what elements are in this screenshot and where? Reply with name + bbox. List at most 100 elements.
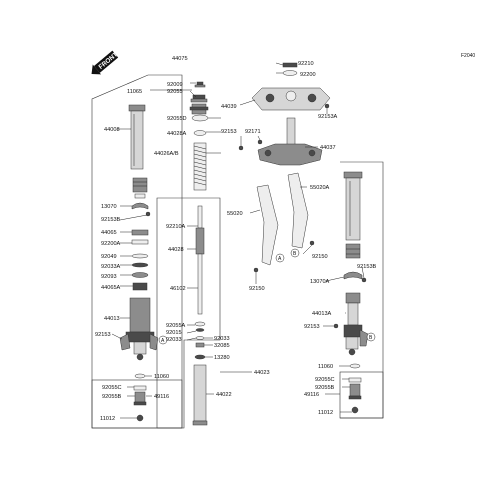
right-fork-parts: [333, 171, 369, 414]
adjuster-92055: [189, 103, 209, 115]
piston-44028a: [193, 130, 207, 136]
label-44065: 44065: [101, 230, 117, 236]
guard-55020: [256, 184, 279, 266]
leader-lines: [111, 62, 365, 419]
seal-44065: [131, 229, 149, 236]
label-55020: 55020: [227, 211, 243, 217]
steering-parts: [238, 62, 331, 166]
bolt-92153b-r: [361, 277, 367, 283]
bolt-92153a: [324, 103, 330, 109]
label-44065a: 44065A: [101, 285, 121, 291]
svg-text:B: B: [369, 335, 373, 341]
label-92153b-left: 92153B: [101, 217, 121, 223]
label-11065: 11065: [127, 89, 142, 95]
label-92009: 92009: [167, 82, 183, 88]
bolt-11012-l: [136, 414, 144, 422]
label-92171: 92171: [245, 129, 261, 135]
label-13070a: 13070A: [310, 279, 330, 285]
label-44039: 44039: [221, 104, 237, 110]
callout-b-right: B: [366, 332, 376, 342]
valve-assembly-left: [133, 385, 147, 406]
clamp-13070a: [343, 271, 363, 280]
seal-92093: [131, 272, 149, 278]
bolt-92150-r: [309, 240, 315, 246]
label-44013a: 44013A: [312, 311, 332, 317]
label-92055: 92055: [167, 89, 183, 95]
label-92210: 92210: [298, 61, 314, 67]
label-92033: 92033: [166, 337, 182, 343]
callout-b-left: B: [290, 248, 300, 258]
washer-92049: [131, 253, 149, 259]
upper-bracket-44039: [251, 87, 331, 111]
label-44028: 44028: [168, 247, 184, 253]
label-44013: 44013: [104, 316, 120, 322]
label-92153-top: 92153: [221, 129, 237, 135]
spring-44026: [193, 142, 207, 191]
label-92015: 92015: [166, 330, 182, 336]
clamp-13070: [131, 202, 149, 210]
bolt-92150-l: [253, 267, 259, 273]
label-11060-left: 11060: [154, 374, 169, 380]
cartridge-44022: [192, 364, 208, 426]
fork-guards: [253, 172, 315, 273]
washer-92200: [282, 70, 298, 76]
bolt-92153-top: [238, 145, 244, 151]
label-44026ab: 44026A/B: [154, 151, 179, 157]
label-92200: 92200: [300, 72, 316, 78]
left-fork-parts: [119, 81, 209, 426]
label-44037: 44037: [320, 145, 336, 151]
label-92049: 92049: [101, 254, 117, 260]
label-92153b-right: 92153B: [357, 264, 377, 270]
dust-seal-44065: [132, 177, 148, 199]
bushing-92200a: [131, 239, 149, 245]
right-fork-frame: [339, 161, 384, 419]
label-92055d: 92055D: [167, 116, 187, 122]
top-bolt-92009: [194, 81, 206, 88]
label-44023: 44023: [254, 370, 270, 376]
label-92055c-right: 92055C: [315, 377, 335, 383]
o-ring-92055d: [191, 114, 209, 122]
left-fork-frame: [91, 74, 221, 429]
label-44022: 44022: [216, 392, 232, 398]
guard-55020a: [287, 172, 309, 249]
o-ring-11060-l: [134, 373, 146, 379]
label-92055c: 92055C: [102, 385, 122, 391]
label-11012-left: 11012: [100, 416, 115, 422]
svg-text:A: A: [161, 338, 165, 344]
bushing-32085: [195, 342, 205, 348]
label-44028a: 44028A: [167, 131, 187, 137]
bolt-92153b: [145, 211, 151, 217]
label-32085: 32085: [214, 343, 230, 349]
svg-text:B: B: [293, 251, 297, 257]
dust-seal-right: [345, 243, 361, 259]
cap-11065: [190, 94, 208, 103]
label-92055b-left: 92055B: [102, 394, 122, 400]
label-92153-left: 92153: [95, 332, 111, 338]
ring-92033a: [131, 262, 149, 268]
label-49116-right: 49116: [304, 392, 319, 398]
front-direction-icon: FRONT: [91, 50, 119, 75]
callout-a-left: A: [275, 253, 285, 263]
label-92033a: 92033A: [101, 264, 121, 270]
part-labels: 44075 92210 92200 92009 11065 92055 4403…: [95, 56, 377, 422]
label-46102: 46102: [170, 286, 186, 292]
damper-rod-46102: [195, 205, 205, 315]
label-92153a: 92153A: [318, 114, 338, 120]
washer-13280: [194, 354, 206, 360]
bolt-92153-r: [333, 323, 339, 329]
label-13280: 13280: [214, 355, 230, 361]
inner-tube-44013: [119, 297, 159, 361]
label-55020a: 55020A: [310, 185, 330, 191]
svg-text:A: A: [278, 256, 282, 262]
label-92093: 92093: [101, 274, 117, 280]
label-92153-right: 92153: [304, 324, 320, 330]
ring-92033: [195, 336, 205, 340]
nut-92210: [282, 62, 298, 68]
outer-tube-right: [343, 171, 363, 241]
washer-92055a: [194, 321, 206, 327]
label-44075: 44075: [172, 56, 188, 62]
bolt-11012-r: [351, 406, 359, 414]
ring-92015: [195, 328, 205, 332]
inner-tube-44013a: [343, 292, 369, 356]
